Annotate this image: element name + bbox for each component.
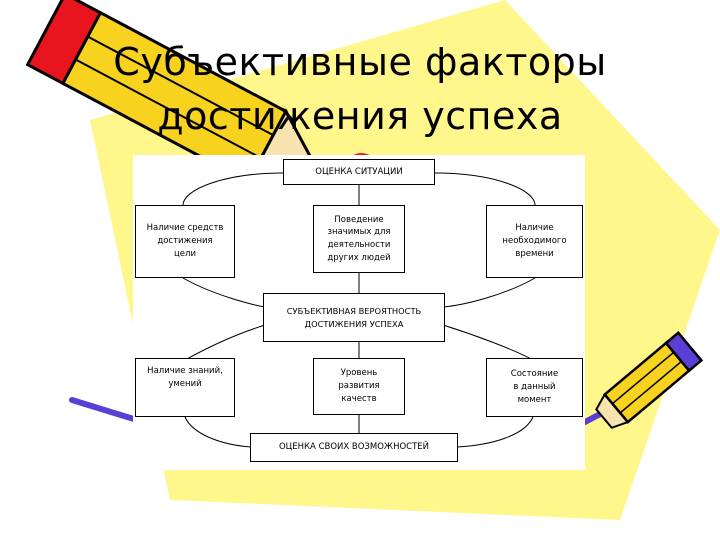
- box-subjective-probability: СУБЪЕКТИВНАЯ ВЕРОЯТНОСТЬ ДОСТИЖЕНИЯ УСПЕ…: [263, 293, 445, 342]
- box-qualities: Уровень развития качеств: [313, 358, 405, 415]
- small-pencil-icon: [595, 331, 704, 429]
- slide-title-line-2: достижения успеха: [157, 94, 563, 138]
- box-knowledge: Наличие знаний, умений: [135, 358, 235, 417]
- slide-title-line-1: Субъективные факторы: [113, 40, 607, 84]
- box-qualities-label: Уровень развития качеств: [338, 368, 380, 404]
- box-means: Наличие средств достижения цели: [135, 205, 235, 278]
- box-means-label: Наличие средств достижения цели: [146, 223, 224, 259]
- factors-diagram: ОЦЕНКА СИТУАЦИИ Наличие средств достижен…: [133, 155, 585, 470]
- box-behavior-label: Поведение значимых для деятельности друг…: [327, 214, 391, 263]
- box-subjective-probability-label: СУБЪЕКТИВНАЯ ВЕРОЯТНОСТЬ ДОСТИЖЕНИЯ УСПЕ…: [286, 306, 422, 329]
- box-self-assessment-label: ОЦЕНКА СВОИХ ВОЗМОЖНОСТЕЙ: [278, 442, 430, 453]
- box-self-assessment: ОЦЕНКА СВОИХ ВОЗМОЖНОСТЕЙ: [250, 433, 458, 462]
- box-behavior: Поведение значимых для деятельности друг…: [313, 205, 405, 273]
- box-situation-assessment: ОЦЕНКА СИТУАЦИИ: [283, 159, 435, 185]
- box-time-label: Наличие необходимого времени: [502, 223, 567, 259]
- box-state: Состояние в данный момент: [486, 358, 583, 417]
- box-state-label: Состояние в данный момент: [510, 369, 559, 405]
- box-knowledge-label: Наличие знаний, умений: [147, 366, 223, 389]
- box-time: Наличие необходимого времени: [486, 205, 583, 278]
- box-situation-assessment-label: ОЦЕНКА СИТУАЦИИ: [315, 166, 403, 177]
